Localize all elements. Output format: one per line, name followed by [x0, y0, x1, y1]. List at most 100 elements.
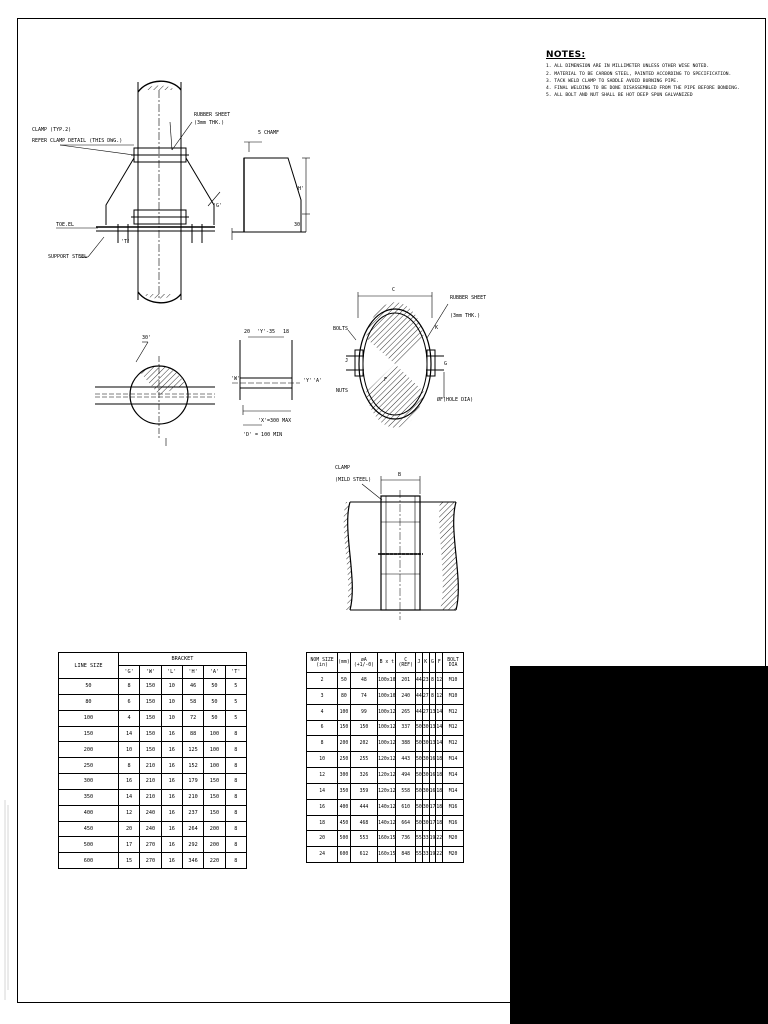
bracket-cell: 8 [224, 804, 248, 822]
bracket-cell: 72 [181, 709, 205, 727]
label-dim-g: 'G' [213, 203, 222, 209]
clamp-cell: 120x12 [377, 767, 397, 784]
clamp-cell: 468 [349, 814, 379, 832]
clamp-cell: 33 [421, 846, 430, 864]
clamp-cell: 16 [305, 798, 339, 816]
clamp-cell: 19 [428, 830, 437, 848]
clamp-cell: 337 [395, 719, 417, 737]
clamp-cell: 16 [428, 782, 437, 800]
clamp-cell: 18 [435, 767, 444, 784]
clamp-cell: 100x12 [377, 703, 397, 721]
clamp-cell: M10 [442, 687, 464, 705]
clamp-cell: 359 [349, 782, 379, 800]
clamp-elevation-view [343, 476, 459, 620]
clamp-cell: 612 [349, 846, 379, 864]
bracket-cell: 4 [117, 709, 141, 727]
clamp-cell: 22 [435, 846, 444, 864]
bracket-cell: 16 [160, 741, 183, 759]
bracket-cell: 16 [160, 836, 183, 854]
clamp-cell: 250 [337, 751, 351, 769]
bracket-line-size-header: LINE SIZE [58, 652, 119, 679]
bracket-cell: 10 [160, 709, 183, 727]
label-c: C [392, 287, 395, 293]
clamp-cell: M14 [442, 782, 464, 800]
bracket-cell: 300 [58, 773, 119, 790]
clamp-cell: 74 [349, 687, 379, 705]
clamp-cell: 8 [428, 687, 437, 705]
sheet-border [17, 18, 766, 1003]
clamp-cell: 553 [349, 830, 379, 848]
clamp-cell: 150 [349, 719, 379, 737]
title-block [510, 666, 768, 1024]
notes-title: NOTES: [546, 50, 586, 60]
bracket-cell: 100 [203, 741, 226, 759]
clamp-cell: 55 [415, 846, 423, 864]
bracket-cell: 150 [139, 678, 162, 695]
bracket-cell: 88 [181, 725, 205, 743]
clamp-cell: 50 [415, 735, 423, 753]
bracket-cell: 150 [139, 725, 162, 743]
label-rubber-sheet-1b: (3mm THK.) [194, 120, 224, 126]
bracket-cell: 50 [203, 678, 226, 695]
support-elevation-view [56, 80, 221, 304]
clamp-cell: 160x15 [377, 830, 397, 848]
label-angle-30: 30' [142, 335, 151, 341]
bracket-cell: 350 [58, 788, 119, 806]
clamp-cell: 20 [305, 830, 339, 848]
bracket-col-header: 'G' [117, 665, 141, 679]
label-j: J [345, 358, 348, 364]
clamp-cell: 80 [337, 687, 351, 705]
label-refer-clamp: REFER CLAMP DETAIL (THIS DWG.) [32, 138, 122, 144]
clamp-cell: 50 [337, 672, 351, 689]
bracket-cell: 8 [117, 678, 141, 695]
bracket-cell: 16 [160, 757, 183, 775]
clamp-cell: 50 [415, 798, 423, 816]
bracket-cell: 16 [160, 804, 183, 822]
clamp-cell: 494 [395, 767, 417, 784]
clamp-cell: 444 [349, 798, 379, 816]
clamp-section-view [346, 292, 449, 428]
label-max-note: 'X'=300 MAX [258, 418, 291, 424]
clamp-cell: 30 [421, 782, 430, 800]
clamp-cell: 13 [428, 735, 437, 753]
label-toe: TOE.EL [56, 222, 74, 228]
label-dim-w: 'W' [231, 376, 240, 382]
clamp-cell: M20 [442, 846, 464, 864]
clamp-cell: 27 [421, 703, 430, 721]
clamp-cell: 10 [305, 751, 339, 769]
label-hole-dia: ØF(HOLE DIA) [437, 396, 473, 403]
bracket-cell: 8 [224, 852, 248, 870]
clamp-cell: 664 [395, 814, 417, 832]
clamp-cell: 17 [428, 814, 437, 832]
bracket-cell: 264 [181, 820, 205, 838]
clamp-cell: 23 [421, 672, 430, 689]
clamp-cell: 44 [415, 703, 423, 721]
bracket-cell: 10 [117, 741, 141, 759]
clamp-cell: 13 [428, 703, 437, 721]
bracket-section-view [232, 336, 300, 426]
bracket-cell: 8 [224, 773, 248, 790]
clamp-col-header: (mm) [337, 652, 351, 673]
clamp-cell: 600 [337, 846, 351, 864]
clamp-cell: 14 [305, 782, 339, 800]
clamp-cell: 848 [395, 846, 417, 864]
clamp-col-header: øA (+1/-0) [349, 652, 379, 673]
bracket-cell: 17 [117, 836, 141, 854]
clamp-cell: M10 [442, 672, 464, 689]
label-y35: 'Y'-35 [257, 329, 275, 335]
bracket-cell: 15 [117, 852, 141, 870]
bracket-cell: 8 [224, 788, 248, 806]
clamp-cell: 100x12 [377, 719, 397, 737]
bracket-cell: 100 [58, 709, 119, 727]
clamp-cell: 120x12 [377, 751, 397, 769]
clamp-cell: 443 [395, 751, 417, 769]
bracket-col-header: 'T' [224, 665, 248, 679]
